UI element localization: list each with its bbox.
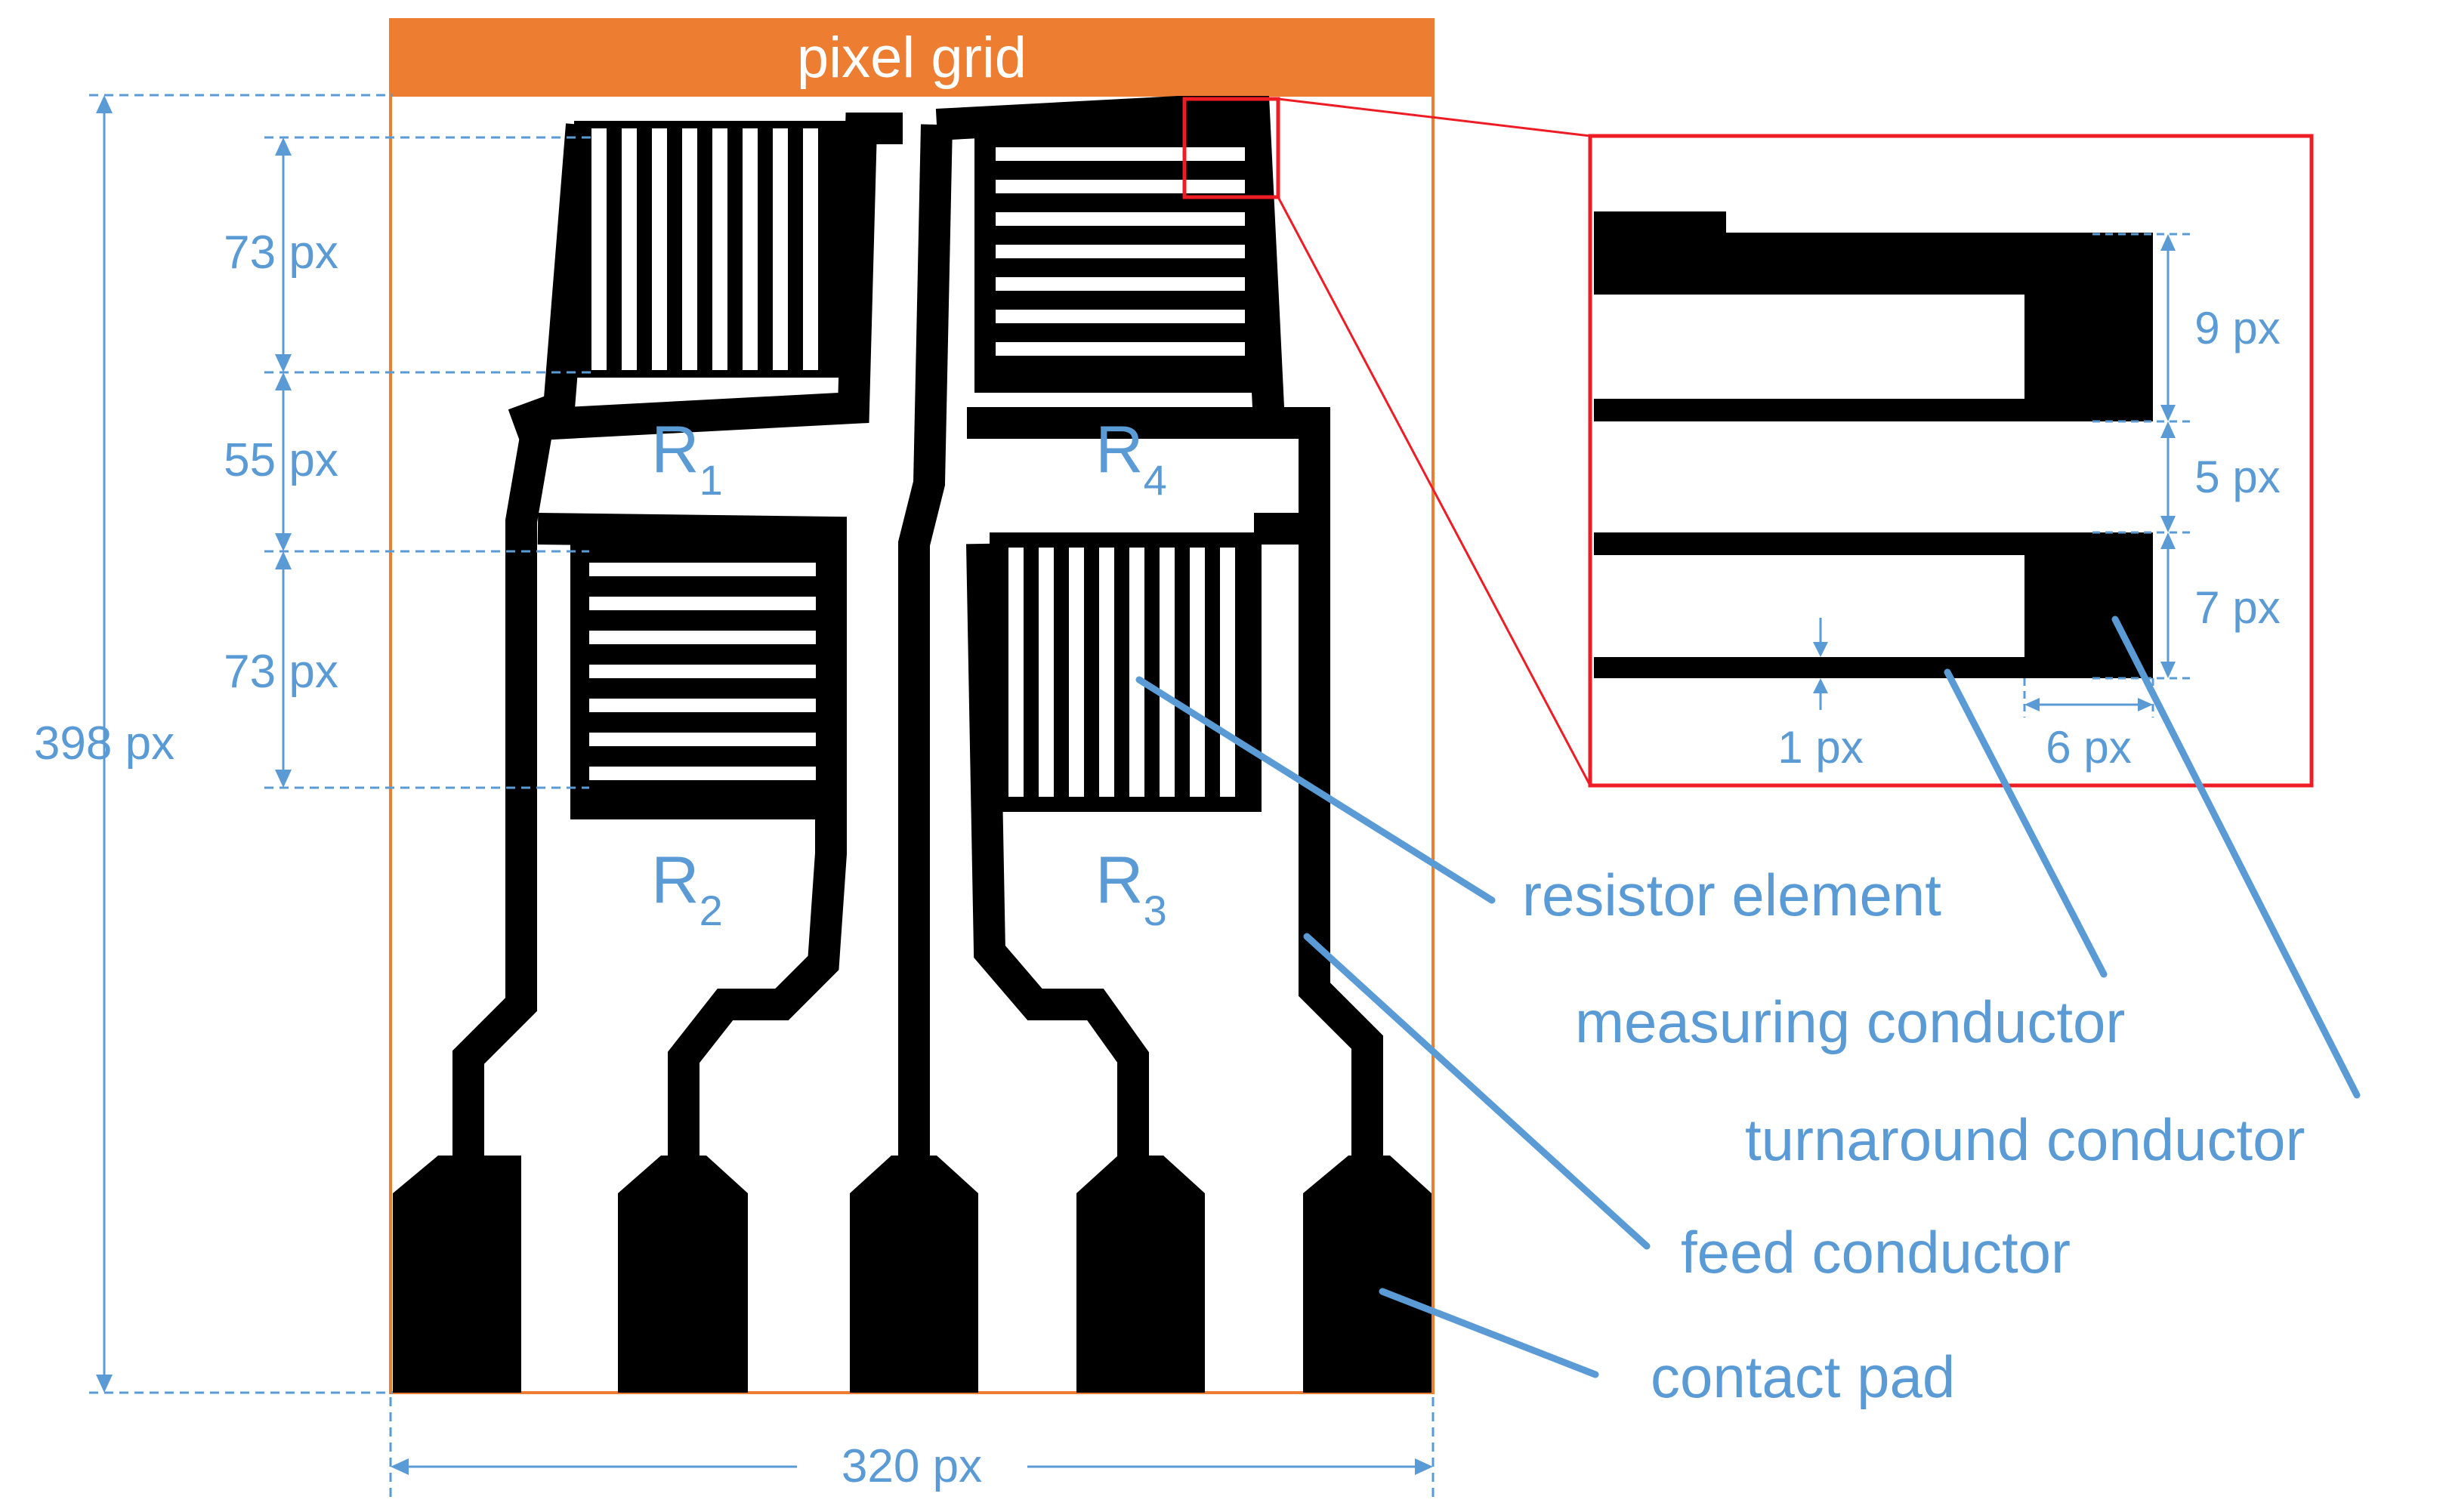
contact-pads [393,1156,1431,1393]
finger-height-label: 7 px [2194,582,2280,633]
callout-lines [1135,616,2361,1378]
feed-conductor-r4 [935,96,1383,1208]
dimension-lines-left [89,94,1435,1499]
detail-view [1588,134,2314,788]
turnaround-conductor-label: turnaround conductor [1745,1106,2305,1173]
resistor-element-label: resistor element [1522,862,1941,928]
contact-pad-4 [1076,1156,1205,1393]
feed-conductor-left [452,113,903,1208]
trace-layout [452,96,1383,1208]
callout-resistor-element [1135,676,1496,904]
measuring-conductor-center [898,124,953,1208]
spacing-label: 5 px [2194,452,2280,502]
detail-arrowheads [1813,234,2176,711]
contact-pad-2 [618,1156,748,1393]
r1-label: R1 [651,412,723,504]
resistor-r1 [574,121,846,378]
zoom-connector-bottom [1277,196,1592,786]
r3-label: R3 [1095,842,1167,934]
turn-width-label: 6 px [2046,722,2131,773]
contact-pad-5 [1303,1156,1431,1393]
measuring-conductor-label: measuring conductor [1575,989,2125,1055]
total-height-label: 398 px [34,717,174,770]
callout-turnaround-conductor [2111,616,2361,1099]
callout-feed-conductor [1303,933,1651,1250]
line-width-label: 1 px [1777,722,1863,773]
callout-contact-pad [1379,1288,1599,1378]
r2-height-label: 73 px [224,646,338,698]
detail-dimension-lines [1819,233,2194,717]
feed-conductor-label: feed conductor [1681,1219,2071,1285]
contact-pad-1 [393,1156,521,1393]
zoom-source-box [1182,97,1280,199]
resistor-r3 [990,532,1262,812]
r2-label: R2 [651,842,723,934]
resistor-r4 [974,125,1269,393]
total-width-label: 320 px [842,1440,982,1492]
feed-conductor-r3 [966,407,1311,1208]
title-text: pixel grid [797,26,1027,90]
contact-pad-label: contact pad [1651,1344,1955,1410]
gap-label: 55 px [224,434,338,486]
zoom-connector-top [1277,97,1591,137]
title-bar [389,18,1435,95]
r1-height-label: 73 px [224,227,338,279]
resistor-r2 [570,544,838,819]
r4-label: R4 [1095,412,1167,504]
callout-measuring-conductor [1944,668,2108,978]
turn-height-label: 9 px [2194,303,2280,353]
contact-pad-3 [850,1156,978,1393]
dimension-arrowheads [96,95,1433,1475]
